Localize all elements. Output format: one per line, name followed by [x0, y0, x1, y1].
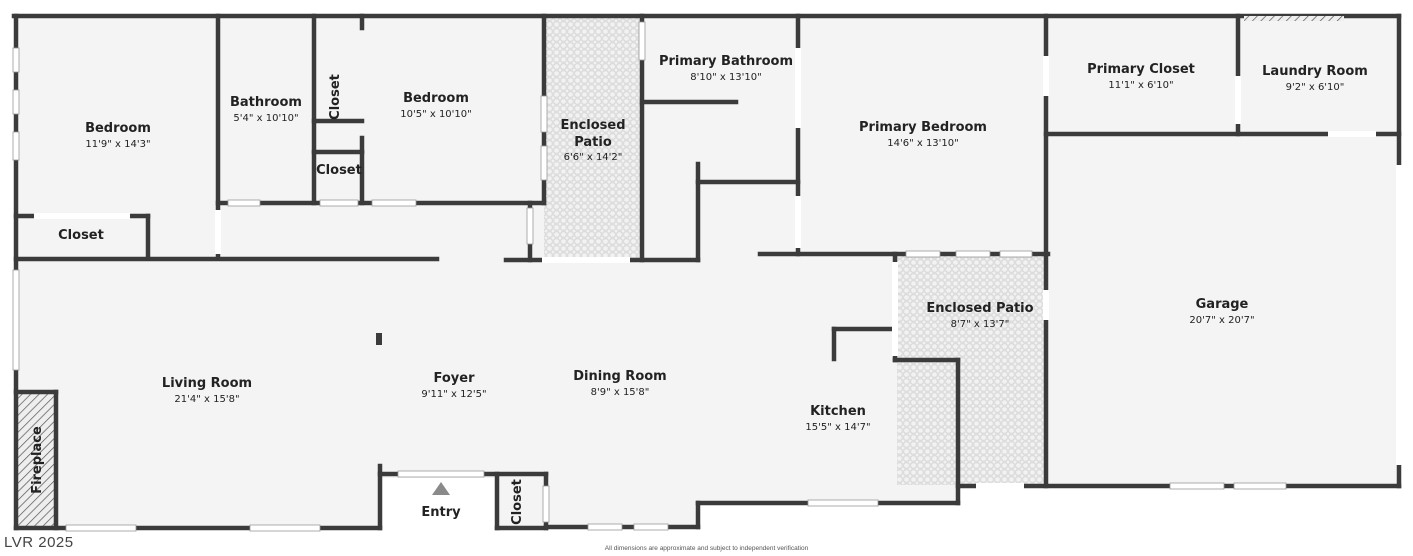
garage-dims: 20'7" x 20'7" [1189, 315, 1254, 326]
primary-bathroom-dims: 8'10" x 13'10" [690, 72, 762, 83]
enclosed-patio-top-label-2: Patio [574, 135, 612, 150]
primary-bathroom-label: Primary Bathroom [659, 54, 793, 69]
living-room-dims: 21'4" x 15'8" [174, 394, 239, 405]
disclaimer: All dimensions are approximate and subje… [604, 545, 809, 552]
room-labels: Bedroom 11'9" x 14'3" Closet Bathroom 5'… [30, 54, 1368, 525]
closet-left-label: Closet [58, 228, 104, 243]
dining-room-dims: 8'9" x 15'8" [591, 387, 650, 398]
garage-label: Garage [1196, 297, 1249, 312]
enclosed-patio-top-label-1: Enclosed [560, 118, 625, 133]
closet-vertical-label: Closet [328, 74, 343, 120]
bedroom-left-dims: 11'9" x 14'3" [85, 139, 150, 150]
primary-closet-label: Primary Closet [1087, 62, 1195, 77]
floor-fill [16, 16, 1400, 533]
foyer-dims: 9'11" x 12'5" [421, 389, 486, 400]
primary-bedroom-dims: 14'6" x 13'10" [887, 138, 959, 149]
foyer-label: Foyer [434, 371, 476, 386]
laundry-room-dims: 9'2" x 6'10" [1286, 82, 1345, 93]
watermark: LVR 2025 [4, 534, 74, 551]
primary-closet-dims: 11'1" x 6'10" [1108, 80, 1173, 91]
kitchen-dims: 15'5" x 14'7" [805, 422, 870, 433]
bedroom-mid-label: Bedroom [403, 91, 469, 106]
column [376, 333, 382, 345]
enclosed-patio-right-dims: 8'7" x 13'7" [951, 319, 1010, 330]
bathroom-label: Bathroom [230, 95, 302, 110]
fireplace-label: Fireplace [30, 426, 45, 494]
bedroom-left-label: Bedroom [85, 121, 151, 136]
bedroom-mid-dims: 10'5" x 10'10" [400, 109, 472, 120]
closet-entry-label: Closet [510, 479, 525, 525]
living-room-label: Living Room [162, 376, 252, 391]
laundry-room-label: Laundry Room [1262, 64, 1368, 79]
entry-arrow-icon [432, 482, 450, 495]
closet-small-label: Closet [316, 163, 362, 178]
windows [12, 21, 1402, 532]
dining-room-label: Dining Room [573, 369, 666, 384]
entry-label: Entry [421, 505, 461, 520]
enclosed-patio-right-label: Enclosed Patio [926, 301, 1033, 316]
bathroom-dims: 5'4" x 10'10" [233, 113, 298, 124]
kitchen-label: Kitchen [810, 404, 866, 419]
primary-bedroom-label: Primary Bedroom [859, 120, 987, 135]
enclosed-patio-top-dims: 6'6" x 14'2" [564, 152, 623, 163]
laundry-shelf [1244, 16, 1344, 21]
